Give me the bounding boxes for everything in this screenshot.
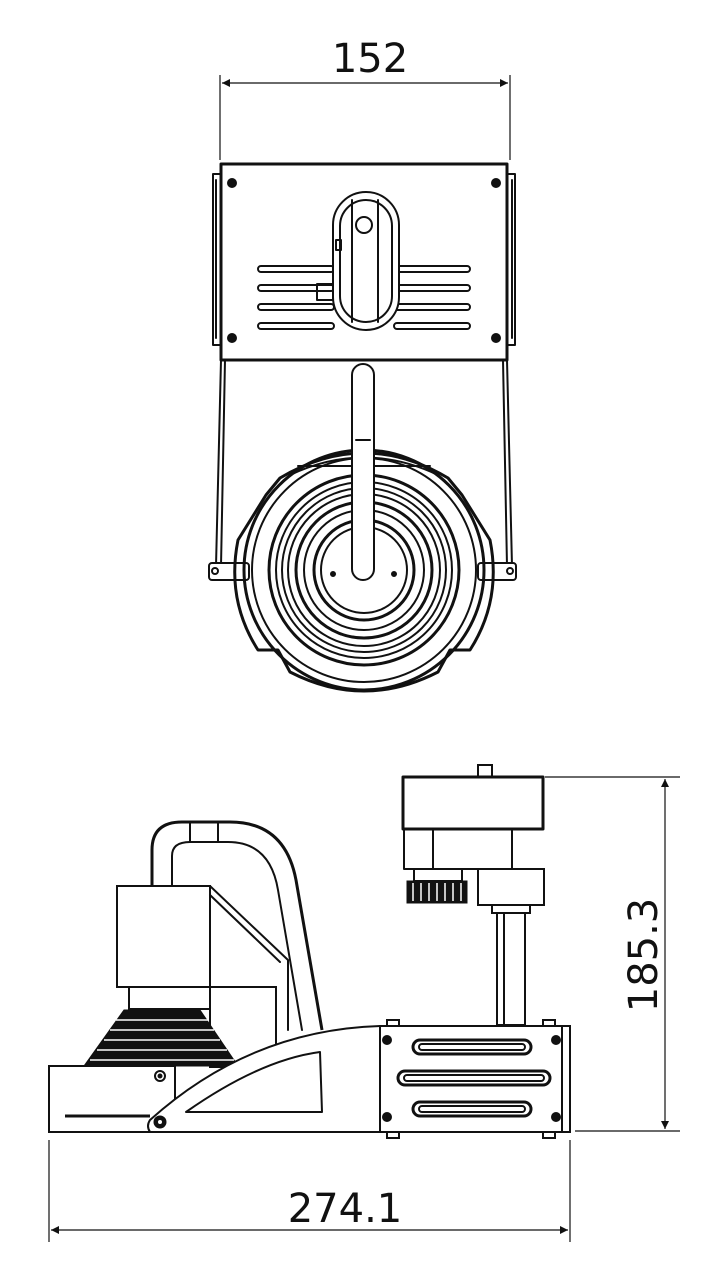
dimension-side-height: 185.3 — [545, 776, 680, 1132]
base-housing-side — [147, 1019, 571, 1139]
side-view: 185.3 274.1 — [48, 764, 680, 1242]
track-adapter-front — [212, 162, 516, 362]
curved-arm-side — [150, 820, 324, 1031]
lamp-head-front — [233, 363, 495, 693]
track-adapter-side — [401, 764, 545, 1026]
dimension-label-front-width: 152 — [332, 36, 408, 82]
front-view: 152 — [208, 36, 517, 693]
yoke-front — [208, 359, 517, 581]
dimension-label-side-height: 185.3 — [621, 898, 667, 1013]
lamp-body-side — [48, 885, 289, 1133]
dimension-front-width: 152 — [219, 36, 511, 160]
dimension-side-length: 274.1 — [48, 1140, 571, 1242]
dimension-label-side-length: 274.1 — [288, 1186, 403, 1232]
